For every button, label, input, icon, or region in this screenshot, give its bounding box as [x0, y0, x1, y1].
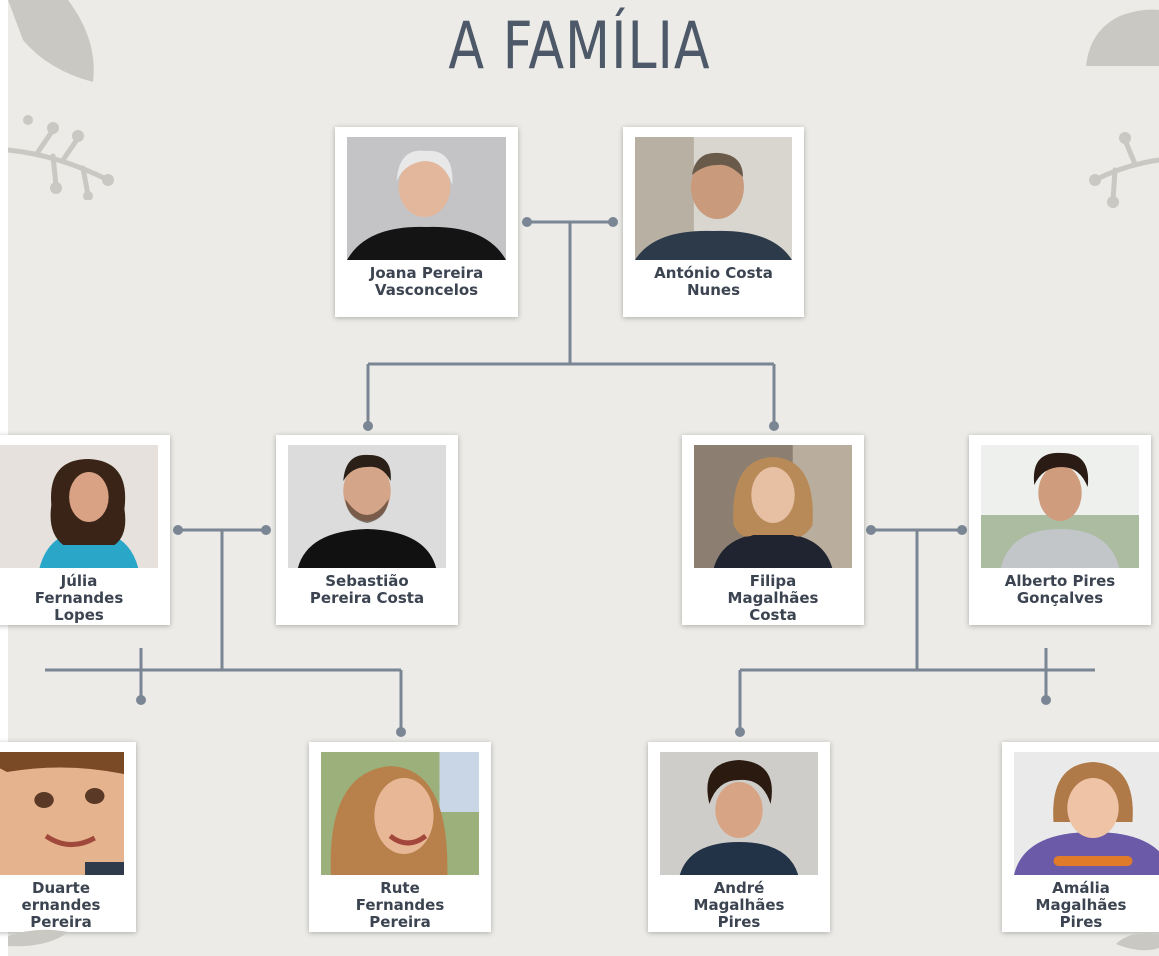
name-line: Amália [1052, 879, 1110, 897]
name-line: Alberto Pires [1004, 572, 1116, 590]
name-line: Sebastião [325, 572, 409, 590]
name-line: Pereira Costa [309, 589, 425, 607]
portrait-photo [347, 137, 506, 260]
name-line: Fernandes [355, 896, 445, 914]
name-line: Pires [1059, 913, 1103, 931]
person-card-sebastiao[interactable]: Sebastião Pereira Costa [276, 435, 458, 625]
person-name: Filipa Magalhães Costa [682, 573, 864, 624]
person-name: Joana Pereira Vasconcelos [335, 265, 518, 299]
person-card-andre[interactable]: André Magalhães Pires [648, 742, 830, 932]
person-name: Amália Magalhães Pires [1002, 880, 1159, 931]
name-line: Joana Pereira [369, 264, 484, 282]
person-card-filipa[interactable]: Filipa Magalhães Costa [682, 435, 864, 625]
connector-dot [735, 727, 745, 737]
name-line: Lopes [54, 606, 104, 624]
portrait-photo [321, 752, 479, 875]
name-line: André [713, 879, 765, 897]
person-card-amalia[interactable]: Amália Magalhães Pires [1002, 742, 1159, 932]
connector-dot [1041, 695, 1051, 705]
name-line: Rute [380, 879, 420, 897]
person-name: André Magalhães Pires [648, 880, 830, 931]
name-line: Gonçalves [1016, 589, 1104, 607]
person-card-duarte[interactable]: Duarte ernandes Pereira [0, 742, 136, 932]
name-line: Júlia [60, 572, 98, 590]
connector-dot [769, 421, 779, 431]
portrait-photo [1014, 752, 1159, 875]
person-card-julia[interactable]: Júlia Fernandes Lopes [0, 435, 170, 625]
name-line: Duarte [32, 879, 90, 897]
portrait-photo [0, 445, 158, 568]
name-line: Pereira [369, 913, 431, 931]
name-line: Magalhães [1035, 896, 1127, 914]
leaf-decoration-top-left [8, 0, 94, 82]
family-tree-canvas [8, 0, 1159, 956]
portrait-photo [288, 445, 446, 568]
name-line: Filipa [749, 572, 797, 590]
portrait-photo [660, 752, 818, 875]
connector-dot [396, 727, 406, 737]
connector-dot [136, 695, 146, 705]
leaf-decoration-bottom-left [8, 929, 68, 947]
person-name: Rute Fernandes Pereira [309, 880, 491, 931]
connector-dot [173, 525, 183, 535]
name-line: Fernandes [34, 589, 124, 607]
person-name: António Costa Nunes [623, 265, 804, 299]
leaf-decoration-top-right [1086, 9, 1159, 67]
connector-dot [363, 421, 373, 431]
page-title: A FAMÍLIA [448, 7, 711, 84]
portrait-photo [694, 445, 852, 568]
person-card-joana[interactable]: Joana Pereira Vasconcelos [335, 127, 518, 317]
portrait-photo [981, 445, 1139, 568]
name-line: Nunes [686, 281, 740, 299]
person-name: Alberto Pires Gonçalves [969, 573, 1151, 607]
name-line: Magalhães [693, 896, 785, 914]
portrait-photo [635, 137, 792, 260]
connector-dots [136, 217, 1051, 737]
person-name: Sebastião Pereira Costa [276, 573, 458, 607]
leaf-decoration-bottom-right [1116, 933, 1159, 951]
branch-decoration-right [1089, 132, 1159, 208]
name-line: Pires [717, 913, 761, 931]
branch-decoration-left [8, 115, 114, 200]
name-line: Costa [749, 606, 797, 624]
person-name: Duarte ernandes Pereira [0, 880, 136, 931]
name-line: Vasconcelos [374, 281, 479, 299]
portrait-photo [0, 752, 124, 875]
name-line: António Costa [654, 264, 773, 282]
connector-dot [261, 525, 271, 535]
connector-dot [522, 217, 532, 227]
connector-dot [866, 525, 876, 535]
person-card-antonio[interactable]: António Costa Nunes [623, 127, 804, 317]
connector-dot [608, 217, 618, 227]
name-line: ernandes [21, 896, 101, 914]
connector-lines [45, 220, 1095, 732]
person-card-rute[interactable]: Rute Fernandes Pereira [309, 742, 491, 932]
person-name: Júlia Fernandes Lopes [0, 573, 170, 624]
person-card-alberto[interactable]: Alberto Pires Gonçalves [969, 435, 1151, 625]
name-line: Pereira [30, 913, 92, 931]
name-line: Magalhães [727, 589, 819, 607]
connector-dot [957, 525, 967, 535]
